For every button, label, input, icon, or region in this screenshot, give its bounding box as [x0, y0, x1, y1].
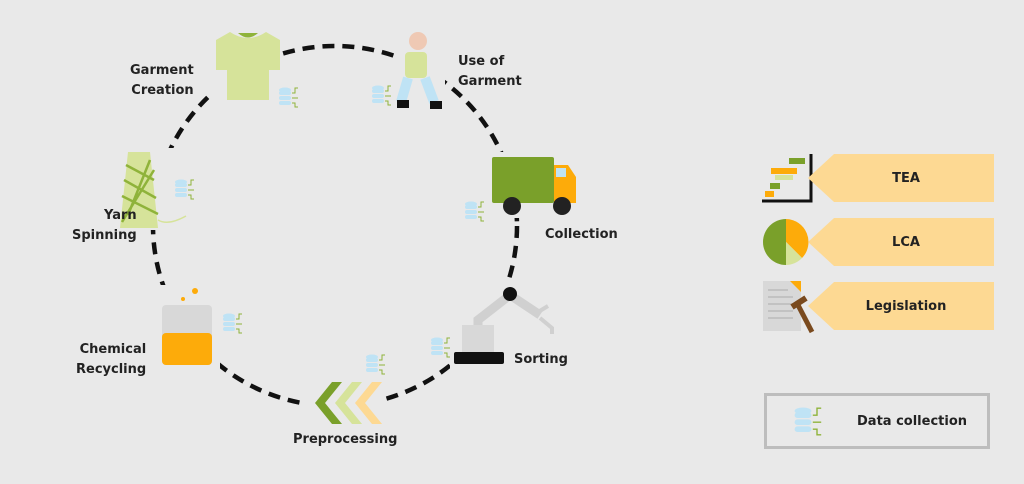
- beaker-icon: [155, 285, 220, 370]
- database-icon: [222, 313, 243, 334]
- stage-label-sorting: Sorting: [514, 352, 568, 367]
- robotic-arm-icon: [450, 280, 560, 370]
- truck-icon: [488, 152, 583, 218]
- database-icon: [365, 354, 386, 375]
- database-icon: [464, 201, 485, 222]
- legend-label: Data collection: [857, 413, 968, 429]
- gantt-chart-icon: [762, 154, 813, 203]
- stage-label-preprocessing: Preprocessing: [293, 432, 398, 447]
- database-icon: [174, 179, 195, 200]
- chevrons-icon: [305, 378, 385, 428]
- assessment-tea: TEA: [808, 154, 994, 202]
- database-icon: [278, 87, 299, 108]
- assessment-lca: LCA: [808, 218, 994, 266]
- stage-label-collection: Collection: [545, 227, 618, 242]
- database-icon: [371, 85, 392, 106]
- database-icon: [793, 406, 822, 436]
- assessment-legislation: Legislation: [808, 282, 994, 330]
- database-icon: [430, 337, 451, 358]
- pie-chart-icon: [763, 219, 809, 265]
- tshirt-icon: [210, 28, 280, 102]
- document-gavel-icon: [763, 281, 815, 334]
- walking-person-icon: [395, 30, 445, 115]
- legend-data-collection: Data collection: [764, 393, 990, 449]
